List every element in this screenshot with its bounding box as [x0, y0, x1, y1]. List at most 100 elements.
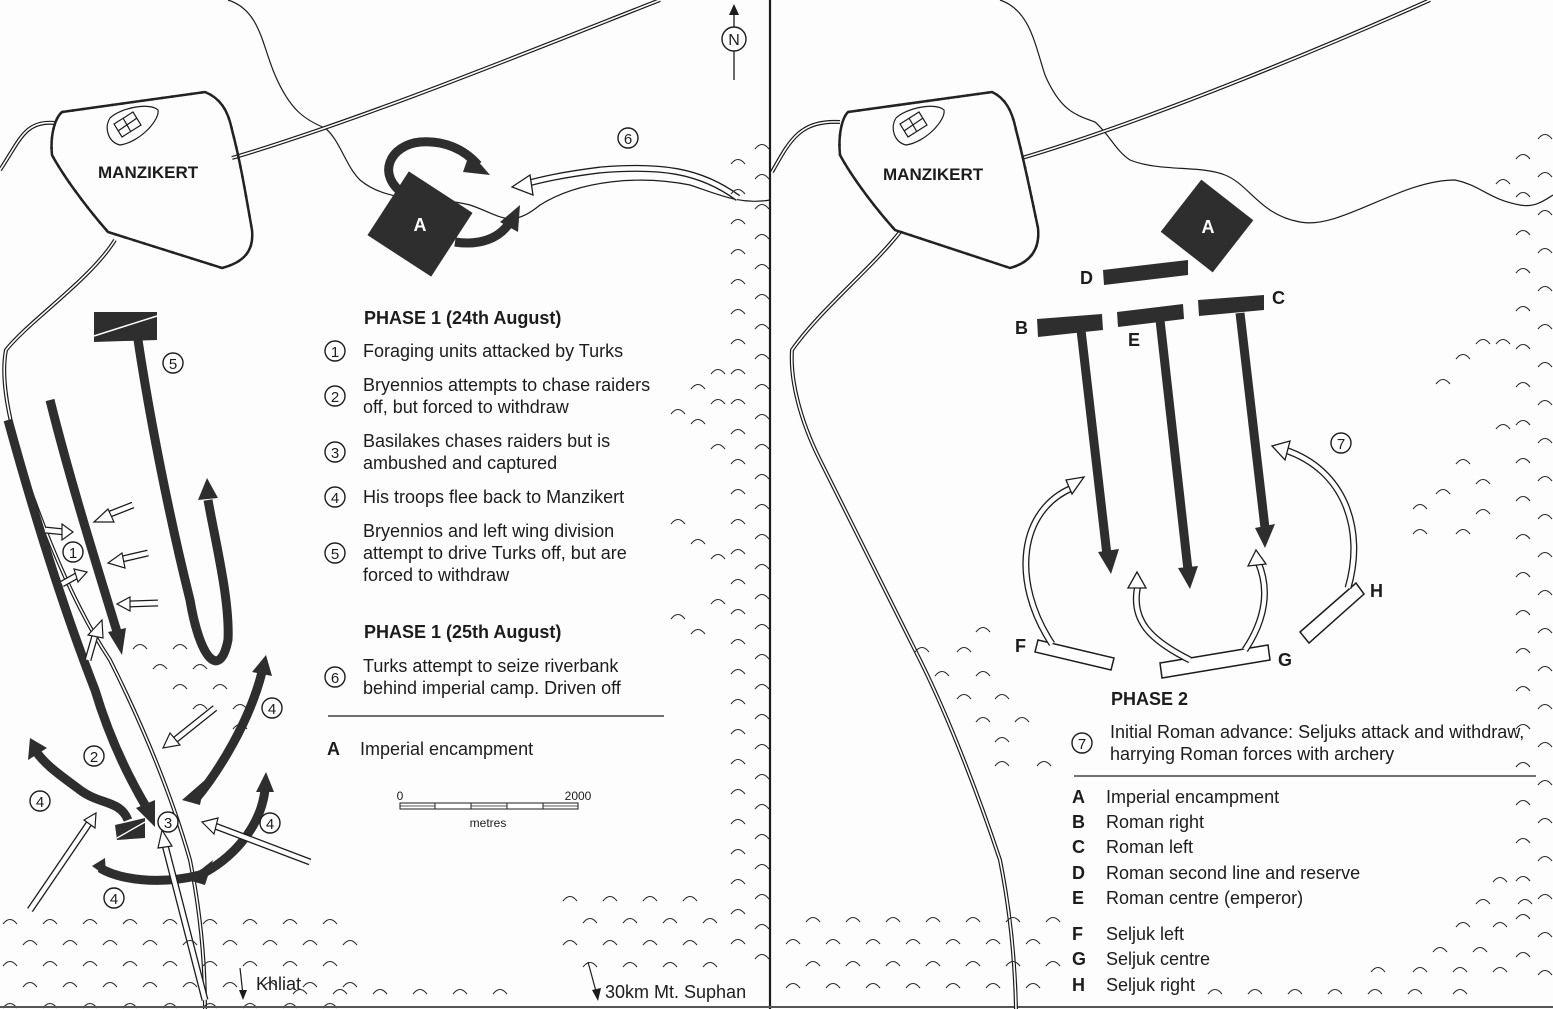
hill-symbol — [192, 663, 208, 670]
direction-khliat: Khliat — [239, 967, 301, 1000]
key-letter: E — [1072, 888, 1084, 908]
hill-symbol — [754, 743, 770, 750]
left-panel-phase1: MANZIKERT N A — [0, 0, 771, 1009]
hill-symbol — [730, 878, 746, 885]
manzikert-walls-right — [838, 90, 1040, 270]
svg-text:H: H — [1370, 581, 1383, 601]
hill-symbol — [1327, 988, 1343, 995]
hill-symbol — [730, 218, 746, 225]
hill-symbol — [925, 960, 941, 967]
hill-symbol — [730, 398, 746, 405]
legend-number-badge — [324, 385, 346, 407]
marker-2: 2 — [83, 745, 105, 767]
key-text: Roman left — [1106, 837, 1193, 857]
hill-symbol — [754, 863, 770, 870]
hill-symbol — [322, 960, 338, 967]
svg-text:4: 4 — [331, 490, 339, 507]
hill-symbol — [242, 918, 258, 925]
svg-text:6: 6 — [331, 670, 339, 687]
hill-symbol — [122, 918, 138, 925]
hill-symbol — [865, 938, 881, 945]
hill-symbol — [1407, 988, 1423, 995]
hill-symbol — [1537, 171, 1553, 178]
hill-symbol — [1515, 799, 1531, 806]
hill-symbol — [690, 538, 706, 545]
hill-symbol — [754, 353, 770, 360]
hill-symbol — [122, 960, 138, 967]
direction-mt-suphan: 30km Mt. Suphan — [587, 961, 746, 1002]
hill-symbol — [1036, 760, 1052, 767]
hill-symbol — [1537, 437, 1553, 444]
hill-symbol — [885, 960, 901, 967]
hill-symbol — [730, 248, 746, 255]
legend-number-badge — [324, 340, 346, 362]
hill-symbol — [22, 939, 38, 946]
svg-text:30km Mt. Suphan: 30km Mt. Suphan — [605, 982, 746, 1002]
legend-number-badge — [324, 486, 346, 508]
hill-symbol — [1515, 153, 1531, 160]
hill-symbol — [885, 916, 901, 923]
key-letter: C — [1072, 837, 1085, 857]
hill-symbol — [1287, 988, 1303, 995]
hill-symbol — [82, 918, 98, 925]
svg-text:A: A — [1202, 217, 1215, 237]
hill-symbol — [1515, 229, 1531, 236]
turk-arrow-6 — [510, 164, 741, 201]
hill-symbol — [730, 638, 746, 645]
hill-symbol — [1492, 966, 1508, 973]
hill-symbol — [754, 773, 770, 780]
hill-symbol — [1455, 353, 1471, 360]
hill-symbol — [754, 953, 770, 960]
hill-symbol — [754, 623, 770, 630]
hill-symbol — [1412, 528, 1428, 535]
hill-symbol — [1515, 571, 1531, 578]
key-text: Seljuk right — [1106, 975, 1195, 995]
hill-symbol — [754, 413, 770, 420]
key-letter: B — [1072, 812, 1085, 832]
hill-symbol — [562, 895, 578, 902]
hill-symbol — [730, 158, 746, 165]
hill-symbol — [1515, 609, 1531, 616]
river — [227, 0, 771, 220]
bryennios-chase-arrows — [3, 398, 155, 827]
hill-symbol — [1207, 988, 1223, 995]
hill-symbol — [754, 803, 770, 810]
roman-unit-d: D — [1080, 260, 1188, 288]
hill-symbol — [754, 533, 770, 540]
hill-symbol — [956, 646, 972, 653]
hill-symbol — [690, 383, 706, 390]
hill-symbol — [1515, 951, 1531, 958]
marker-7: 7 — [1330, 432, 1352, 454]
citadel-icon — [106, 105, 159, 146]
key-letter: A — [1072, 787, 1085, 807]
hill-symbol — [102, 939, 118, 946]
hill-symbol — [662, 917, 678, 924]
hill-symbol — [754, 443, 770, 450]
svg-text:E: E — [1128, 330, 1140, 350]
hill-symbol — [642, 939, 658, 946]
hill-symbol — [805, 916, 821, 923]
hill-symbol — [1370, 966, 1386, 973]
hill-symbol — [965, 960, 981, 967]
hill-symbol — [1537, 361, 1553, 368]
marker-6: 6 — [617, 127, 639, 149]
hill-symbol — [212, 683, 228, 690]
hill-symbol — [1537, 969, 1553, 976]
hill-symbol — [730, 938, 746, 945]
hill-symbol — [642, 895, 658, 902]
hill-symbol — [730, 728, 746, 735]
hill-symbol — [690, 418, 706, 425]
hill-symbol — [1515, 761, 1531, 768]
hill-symbol — [22, 981, 38, 988]
hill-symbol — [965, 916, 981, 923]
scale-bar: 0 2000 metres — [397, 789, 592, 830]
camp-sally-arrows — [384, 137, 520, 248]
svg-text:N: N — [728, 32, 740, 49]
hill-symbol — [994, 760, 1010, 767]
